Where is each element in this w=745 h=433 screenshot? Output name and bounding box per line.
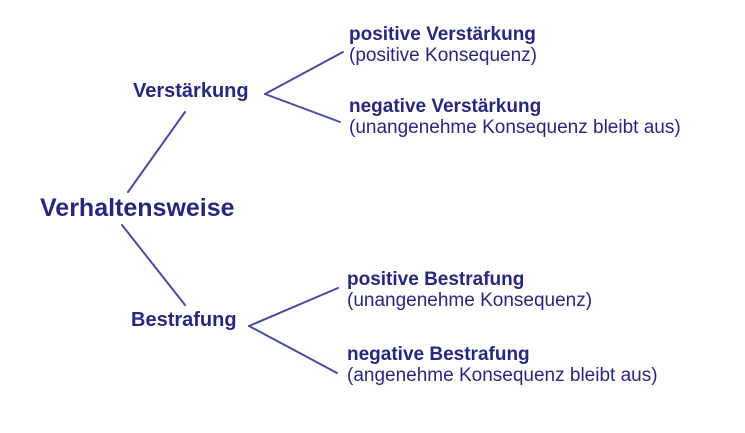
edge-bestrafung-to-positive (248, 287, 339, 327)
leaf-subtitle-positive-verstaerkung: (positive Konsequenz) (349, 45, 537, 66)
edge-root-to-verstaerkung (127, 111, 186, 193)
leaf-subtitle-negative-verstaerkung: (unangenehme Konsequenz bleibt aus) (349, 117, 681, 138)
edge-verstaerkung-to-positive (264, 51, 344, 95)
leaf-subtitle-negative-bestrafung: (angenehme Konsequenz bleibt aus) (347, 365, 658, 386)
leaf-title-negative-bestrafung: negative Bestrafung (347, 344, 530, 365)
branch-node-verstaerkung: Verstärkung (133, 80, 249, 102)
leaf-node-negative-bestrafung: negative Bestrafung (angenehme Konsequen… (347, 344, 658, 386)
root-node-verhaltensweise: Verhaltensweise (40, 194, 235, 222)
edge-verstaerkung-to-negative (264, 93, 341, 123)
edge-root-to-bestrafung (121, 224, 186, 306)
leaf-title-negative-verstaerkung: negative Verstärkung (349, 96, 542, 117)
leaf-node-positive-verstaerkung: positive Verstärkung (positive Konsequen… (349, 24, 537, 66)
edge-bestrafung-to-negative (248, 325, 338, 374)
leaf-subtitle-positive-bestrafung: (unangenehme Konsequenz) (347, 290, 593, 311)
leaf-node-positive-bestrafung: positive Bestrafung (unangenehme Konsequ… (347, 269, 592, 311)
leaf-title-positive-verstaerkung: positive Verstärkung (349, 24, 536, 45)
leaf-title-positive-bestrafung: positive Bestrafung (347, 269, 525, 290)
leaf-node-negative-verstaerkung: negative Verstärkung (unangenehme Konseq… (349, 96, 681, 138)
branch-node-bestrafung: Bestrafung (131, 309, 237, 331)
